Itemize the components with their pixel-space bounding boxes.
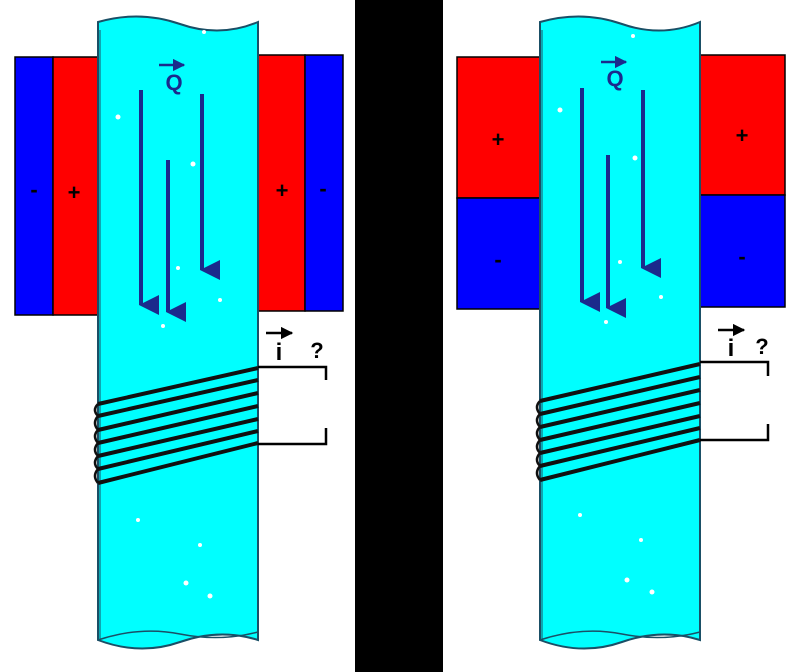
pole-label: + [276, 178, 289, 203]
flow-label: Q [601, 55, 628, 91]
magnet-left-left: - + [14, 56, 99, 316]
current-symbol: i [276, 339, 283, 366]
panel-left: - + + - Q [14, 15, 344, 650]
pipe-sparkles [115, 30, 222, 599]
coil [93, 366, 259, 485]
magnet-right-right: + - [699, 54, 786, 308]
pole-label: - [738, 244, 745, 269]
pipe [539, 15, 701, 650]
panel-right: + - + - Q [456, 15, 786, 650]
question-mark: ? [755, 334, 768, 359]
pipe-sparkles [557, 34, 663, 595]
pipe [97, 15, 259, 650]
pole-label: - [30, 177, 37, 202]
flow-symbol: Q [606, 66, 623, 91]
magnet-pole-positive [456, 56, 542, 199]
question-mark: ? [310, 338, 323, 363]
magnet-pole-positive [256, 54, 306, 312]
pole-label: + [68, 180, 81, 205]
flow-arrows [139, 90, 220, 322]
flow-symbol: Q [165, 70, 182, 95]
flow-arrows [580, 88, 661, 318]
pole-label: + [492, 127, 505, 152]
magnet-pole-positive [699, 54, 786, 196]
pole-label: - [494, 247, 501, 272]
pole-label: + [736, 123, 749, 148]
flow-label: Q [159, 58, 186, 95]
magnet-pole-negative [304, 54, 344, 312]
pipe-bottom-edge [97, 630, 259, 641]
magnet-right-left: + - [456, 56, 542, 310]
magnet-pole-negative [456, 197, 542, 310]
coil-leads [258, 365, 328, 446]
pipe-bottom-edge [539, 630, 701, 641]
current-symbol: i [728, 335, 735, 362]
magnet-pole-negative [699, 194, 786, 308]
current-label: i ? [718, 323, 769, 362]
coil-leads [700, 360, 770, 442]
center-divider [355, 0, 443, 672]
magnet-pole-negative [14, 56, 54, 316]
magnet-pole-positive [52, 56, 99, 316]
coil [535, 362, 701, 482]
magnet-left-right: + - [256, 54, 344, 312]
pole-label: - [319, 176, 326, 201]
current-label: i ? [266, 326, 324, 366]
